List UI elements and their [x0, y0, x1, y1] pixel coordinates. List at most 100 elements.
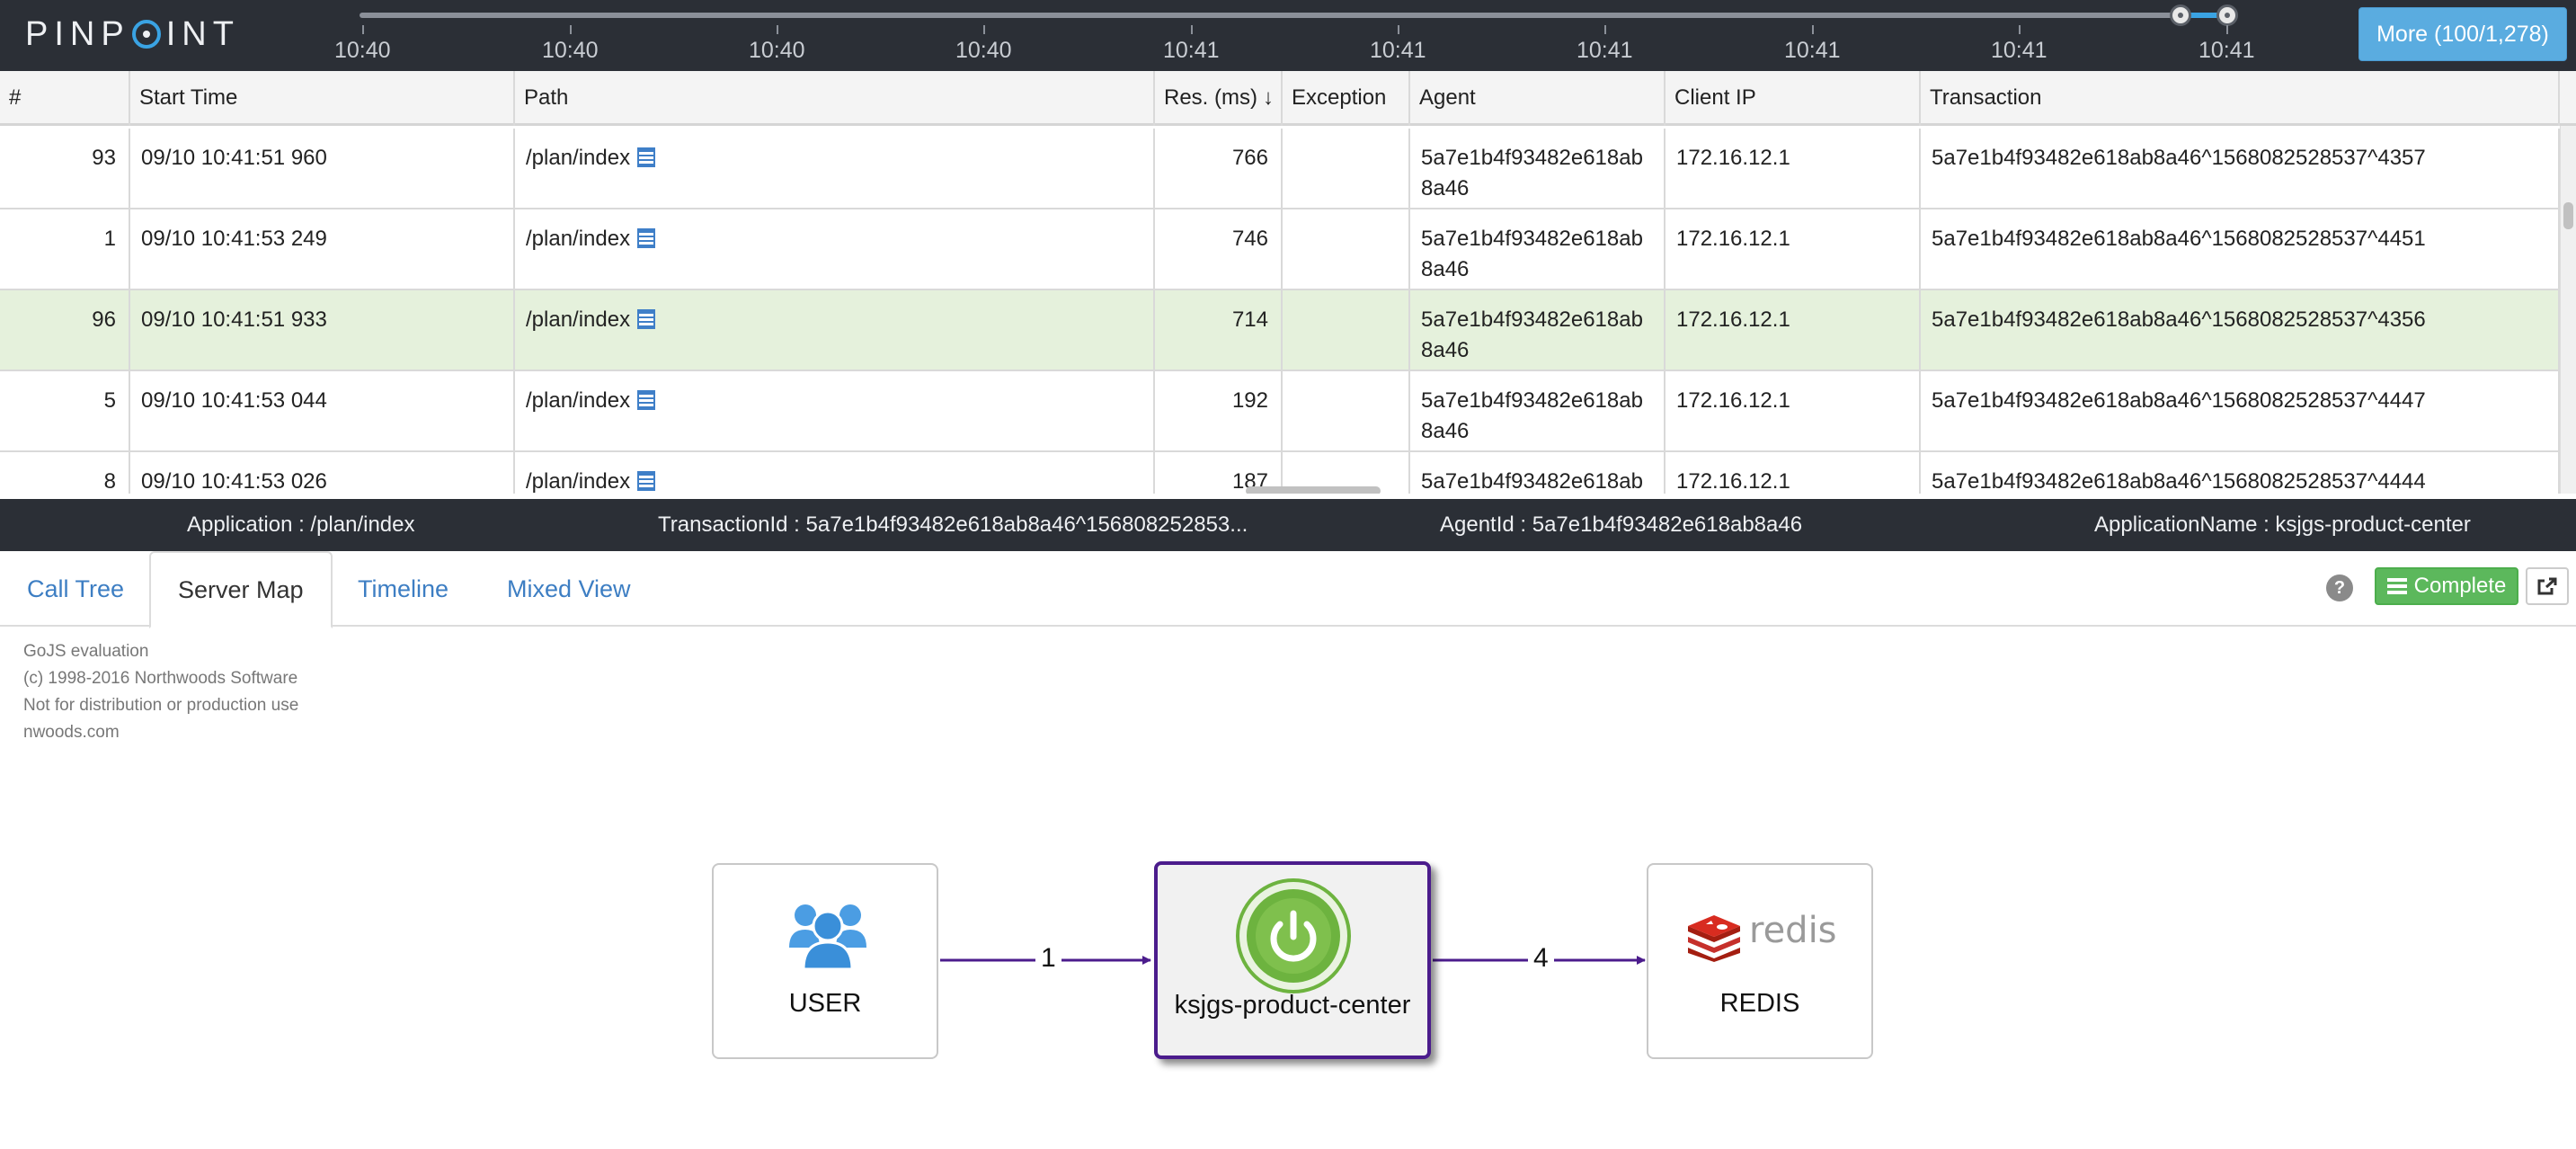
cell-start-time: 09/10 10:41:53 026 — [130, 452, 515, 494]
cell-exception — [1283, 371, 1410, 452]
node-product-center[interactable]: ksjgs-product-center — [1154, 861, 1431, 1059]
column-header-exception[interactable]: Exception — [1283, 71, 1410, 126]
cell-exception — [1283, 209, 1410, 290]
cell-transaction-text: 5a7e1b4f93482e618ab8a46^1568082528537^44… — [1932, 388, 2426, 413]
time-tick: 10:41 — [1577, 25, 1633, 63]
time-tick: 10:40 — [542, 25, 599, 63]
time-tick: 10:41 — [1991, 25, 2047, 63]
horizontal-scrollbar-thumb[interactable] — [1246, 486, 1381, 494]
cell-num-text: 1 — [103, 227, 116, 251]
edge-call-count[interactable]: 4 — [1528, 943, 1554, 974]
document-icon[interactable] — [637, 228, 656, 248]
open-external-button[interactable] — [2526, 567, 2569, 605]
cell-num-text: 93 — [92, 146, 116, 170]
cell-agent: 5a7e1b4f93482e618ab8a46 — [1410, 371, 1666, 452]
cell-client-ip: 172.16.12.1 — [1666, 452, 1921, 494]
cell-path[interactable]: /plan/index — [515, 209, 1155, 290]
column-header-start-time[interactable]: Start Time — [130, 71, 515, 126]
gojs-notice-line: GoJS evaluation — [23, 642, 149, 661]
cell-agent: 5a7e1b4f93482e618ab8a46 — [1410, 129, 1666, 209]
tab-timeline[interactable]: Timeline — [358, 574, 449, 602]
tab-server-map[interactable]: Server Map — [149, 551, 333, 628]
cell-res: 766 — [1155, 129, 1283, 209]
cell-path[interactable]: /plan/index — [515, 290, 1155, 371]
column-header-num[interactable]: # — [0, 71, 130, 126]
column-header-res[interactable]: Res. (ms)↓ — [1155, 71, 1283, 126]
node-label: USER — [788, 989, 862, 1018]
cell-num: 96 — [0, 290, 130, 371]
time-range-start-handle[interactable] — [2170, 4, 2191, 26]
column-header-path[interactable]: Path — [515, 71, 1155, 126]
gojs-notice-line: (c) 1998-2016 Northwoods Software — [23, 669, 298, 688]
gojs-notice-line: Not for distribution or production use — [23, 696, 299, 715]
node-redis[interactable]: redis REDIS — [1647, 863, 1873, 1059]
cell-exception — [1283, 129, 1410, 209]
cell-start-time: 09/10 10:41:51 933 — [130, 290, 515, 371]
users-icon — [789, 904, 866, 969]
time-tick: 10:40 — [334, 25, 391, 63]
node-label: REDIS — [1719, 989, 1800, 1018]
table-row[interactable]: 96 09/10 10:41:51 933/plan/index 714 5a7e1b… — [0, 290, 2560, 371]
cell-start-time-text: 09/10 10:41:53 249 — [141, 227, 327, 251]
edge-call-count[interactable]: 1 — [1035, 943, 1061, 974]
time-tick: 10:41 — [1163, 25, 1220, 63]
more-button[interactable]: More (100/1,278) — [2358, 7, 2567, 61]
cell-num-text: 8 — [103, 469, 116, 494]
table-header: # Start Time Path Res. (ms)↓ Exception A… — [0, 71, 2576, 126]
cell-path-text: /plan/index — [526, 388, 631, 413]
cell-res: 714 — [1155, 290, 1283, 371]
complete-button[interactable]: Complete — [2375, 567, 2518, 605]
tab-call-tree[interactable]: Call Tree — [27, 574, 125, 602]
cell-path-text: /plan/index — [526, 469, 631, 494]
cell-agent: 5a7e1b4f93482e618ab8a46 — [1410, 209, 1666, 290]
document-icon[interactable] — [637, 471, 656, 491]
vertical-scrollbar[interactable] — [2560, 126, 2576, 494]
sort-down-icon: ↓ — [1263, 85, 1274, 110]
cell-exception — [1283, 452, 1410, 494]
cell-num-text: 5 — [103, 388, 116, 413]
document-icon[interactable] — [637, 390, 656, 410]
cell-num: 93 — [0, 129, 130, 209]
cell-client-ip: 172.16.12.1 — [1666, 371, 1921, 452]
cell-client-ip-text: 172.16.12.1 — [1676, 146, 1790, 170]
cell-path[interactable]: /plan/index — [515, 129, 1155, 209]
cell-num-text: 96 — [92, 307, 116, 332]
time-range-track[interactable] — [360, 13, 2229, 18]
time-range-end-handle[interactable] — [2216, 4, 2238, 26]
cell-agent-text: 5a7e1b4f93482e618ab8a46 — [1421, 227, 1643, 281]
cell-path[interactable]: /plan/index — [515, 371, 1155, 452]
cell-start-time: 09/10 10:41:51 960 — [130, 129, 515, 209]
cell-transaction-text: 5a7e1b4f93482e618ab8a46^1568082528537^44… — [1932, 469, 2426, 494]
help-icon[interactable]: ? — [2326, 574, 2353, 601]
cell-num: 5 — [0, 371, 130, 452]
time-range-selection[interactable] — [2182, 13, 2227, 18]
cell-client-ip-text: 172.16.12.1 — [1676, 227, 1790, 251]
tab-mixed-view[interactable]: Mixed View — [507, 574, 631, 602]
vertical-scrollbar-thumb[interactable] — [2563, 202, 2573, 229]
document-icon[interactable] — [637, 147, 656, 167]
cell-path-text: /plan/index — [526, 307, 631, 332]
cell-transaction: 5a7e1b4f93482e618ab8a46^1568082528537^44… — [1921, 452, 2560, 494]
node-user[interactable]: USER — [712, 863, 938, 1059]
cell-agent: 5a7e1b4f93482e618ab — [1410, 452, 1666, 494]
cell-num: 1 — [0, 209, 130, 290]
column-header-agent[interactable]: Agent — [1410, 71, 1666, 126]
cell-start-time-text: 09/10 10:41:53 044 — [141, 388, 327, 413]
cell-path[interactable]: /plan/index — [515, 452, 1155, 494]
time-tick: 10:41 — [2198, 25, 2255, 63]
column-header-transaction[interactable]: Transaction — [1921, 71, 2560, 126]
column-header-client-ip[interactable]: Client IP — [1666, 71, 1921, 126]
share-icon — [2537, 577, 2557, 595]
info-application: Application : /plan/index — [187, 512, 415, 537]
cell-start-time: 09/10 10:41:53 044 — [130, 371, 515, 452]
cell-client-ip: 172.16.12.1 — [1666, 290, 1921, 371]
document-icon[interactable] — [637, 309, 656, 329]
cell-transaction-text: 5a7e1b4f93482e618ab8a46^1568082528537^43… — [1932, 146, 2426, 170]
cell-transaction: 5a7e1b4f93482e618ab8a46^1568082528537^43… — [1921, 129, 2560, 209]
cell-agent: 5a7e1b4f93482e618ab8a46 — [1410, 290, 1666, 371]
